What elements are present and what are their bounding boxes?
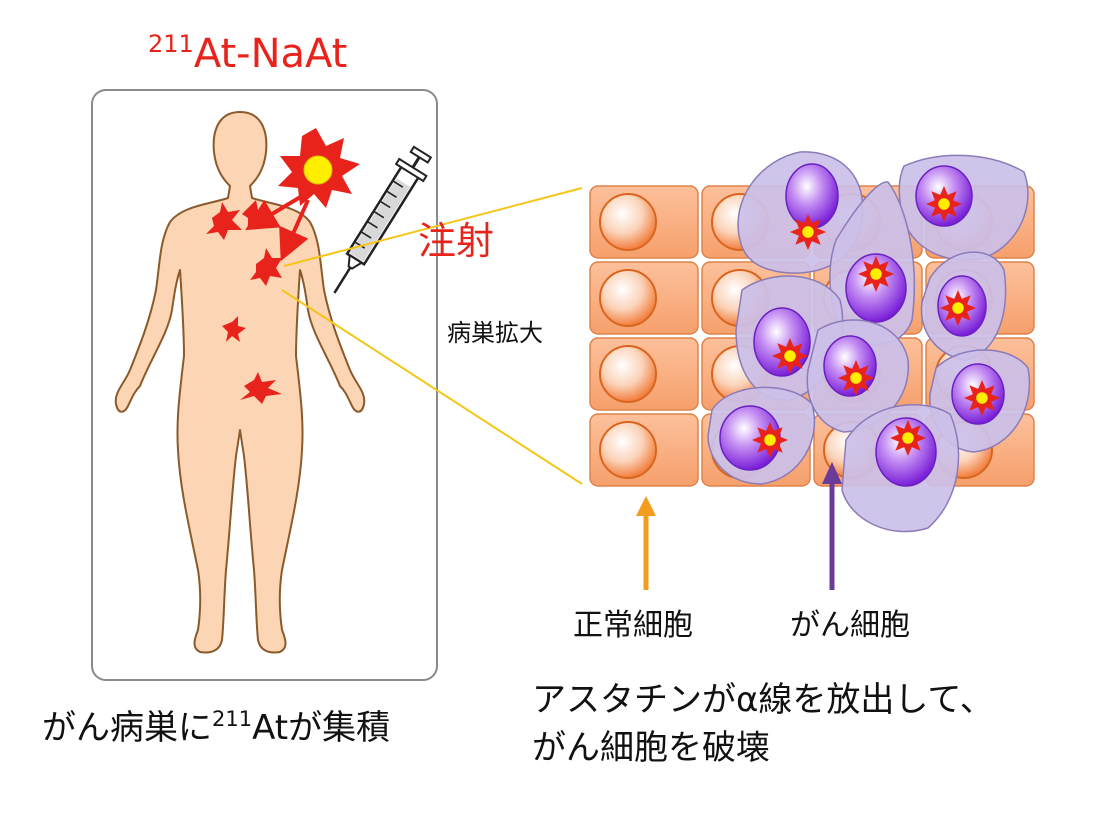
- normal-cell: [589, 413, 699, 487]
- left-caption: がん病巣に211Atが集積: [42, 700, 390, 749]
- syringe-icon: [333, 145, 433, 294]
- injection-label: 注射: [418, 219, 495, 263]
- cancer-cell: [920, 251, 1007, 361]
- cancer-cells-label: がん細胞: [790, 608, 910, 643]
- normal-cells-label: 正常細胞: [573, 608, 693, 643]
- lesion-enlarged-label: 病巣拡大: [447, 319, 543, 347]
- right-caption: アスタチンがα線を放出して、 がん細胞を破壊: [532, 676, 994, 772]
- normal-cell-arrow: [636, 496, 656, 590]
- left-caption-after: Atが集積: [252, 708, 391, 748]
- zoom-line-top: [283, 187, 583, 267]
- normal-cell: [589, 185, 699, 259]
- at211-starburst-icon: [278, 128, 360, 208]
- left-caption-before: がん病巣に: [42, 708, 212, 748]
- cancer-cell: [829, 181, 915, 346]
- cancer-cell: [841, 403, 960, 533]
- cancer-cell-cluster: [707, 151, 1031, 533]
- cancer-cell-arrow: [822, 462, 842, 590]
- cancer-cell: [707, 386, 816, 485]
- normal-cell: [589, 261, 699, 335]
- cancer-cell: [898, 154, 1029, 261]
- cancer-cell: [737, 151, 864, 274]
- normal-cell: [589, 337, 699, 411]
- right-caption-line2: がん細胞を破壊: [532, 728, 770, 768]
- title-superscript: 211: [148, 30, 194, 58]
- cancer-cell: [806, 319, 909, 433]
- compound-title: 211At-NaAt: [148, 30, 347, 77]
- left-caption-superscript: 211: [212, 707, 253, 731]
- right-caption-line1: アスタチンがα線を放出して、: [532, 680, 994, 720]
- title-text: At-NaAt: [193, 31, 348, 77]
- zoom-line-bottom: [281, 289, 583, 485]
